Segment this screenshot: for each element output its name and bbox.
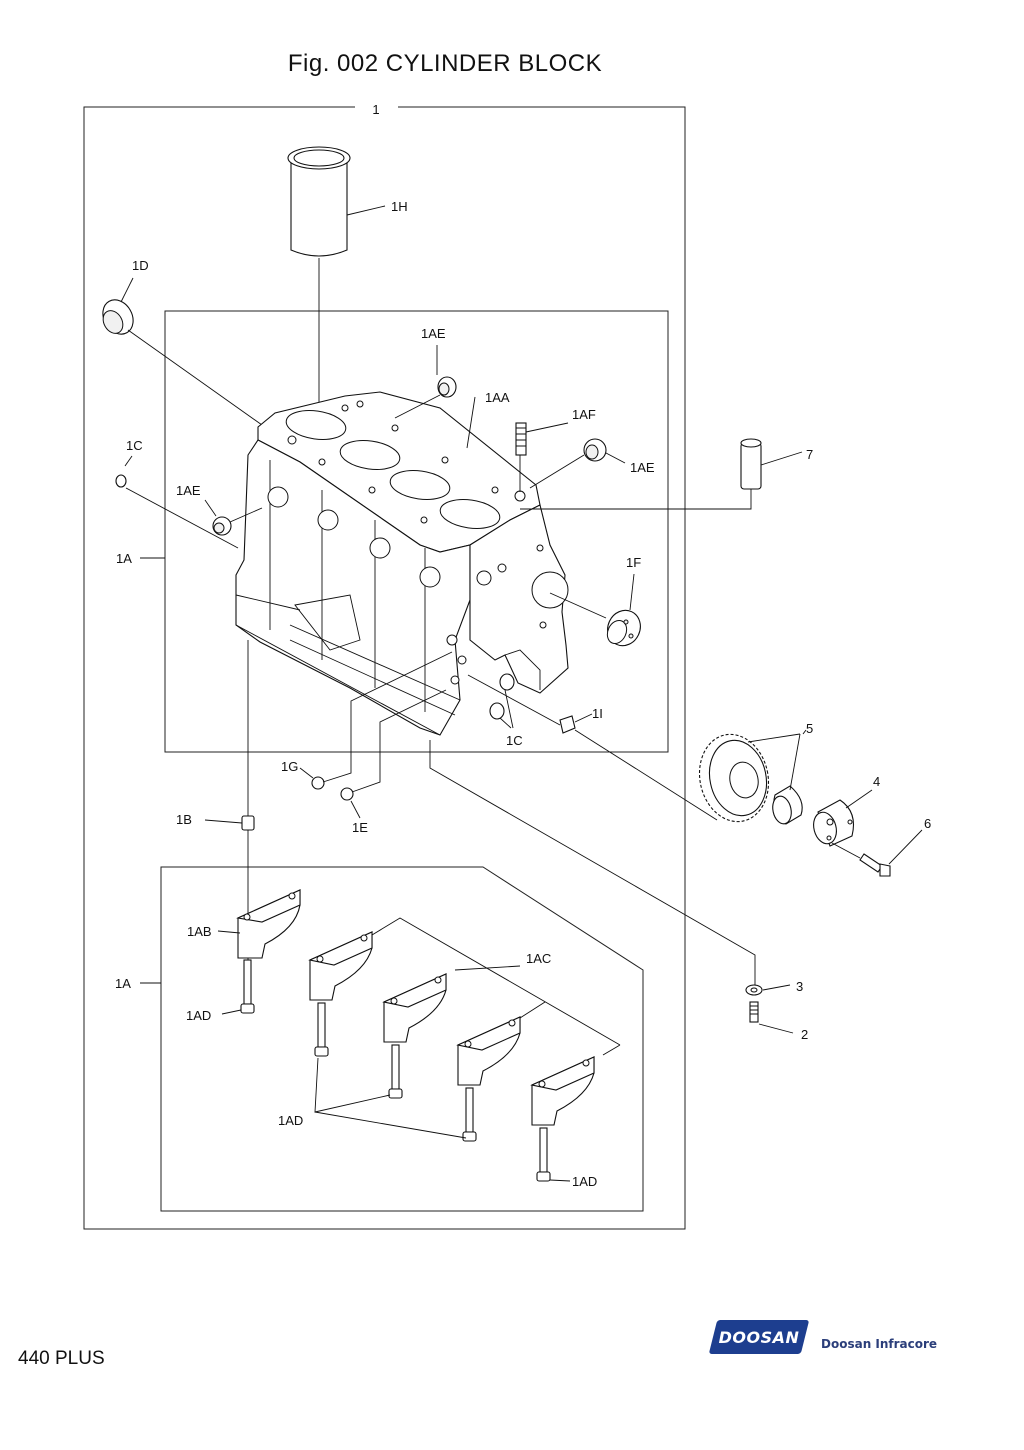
callout-1F: 1F — [626, 555, 641, 570]
callout-1C-left: 1C — [126, 438, 143, 453]
callout-1AD-mid: 1AD — [278, 1113, 303, 1128]
block-frame — [164, 310, 669, 753]
idler-gear-5 — [698, 729, 807, 825]
callout-1: 1 — [372, 102, 379, 117]
callout-1AA: 1AA — [485, 390, 510, 405]
callout-1B: 1B — [176, 812, 192, 827]
callout-6: 6 — [924, 816, 931, 831]
bolt-6 — [831, 829, 923, 877]
plug-1G — [299, 651, 453, 790]
callout-1AF: 1AF — [572, 407, 596, 422]
bearing-cap-frame — [160, 866, 644, 1212]
callout-1C-lower: 1C — [506, 733, 523, 748]
plug-1E — [340, 689, 447, 819]
plug-1AE-right — [529, 438, 626, 489]
callout-1AB: 1AB — [187, 924, 212, 939]
idler-shaft-4 — [813, 789, 873, 847]
callout-1A-upper: 1A — [116, 551, 132, 566]
callout-1H: 1H — [391, 199, 408, 214]
dowel-1B — [204, 640, 255, 960]
leader-3 — [429, 740, 756, 985]
main-bearing-cap-5 — [530, 1056, 595, 1126]
callout-7: 7 — [806, 447, 813, 462]
callout-1E: 1E — [352, 820, 368, 835]
callout-1AE-left: 1AE — [176, 483, 201, 498]
main-bearing-cap-1AB — [236, 889, 301, 959]
callout-1AD-right: 1AD — [572, 1174, 597, 1189]
callout-5: 5 — [806, 721, 813, 736]
dowel-1I — [467, 674, 718, 821]
callout-1AE-top: 1AE — [421, 326, 446, 341]
leader-1AC — [371, 917, 621, 1056]
plug-1AE-left — [204, 499, 263, 536]
callout-1D: 1D — [132, 258, 149, 273]
callout-1I: 1I — [592, 706, 603, 721]
bolt-2 — [749, 1001, 794, 1034]
brand-name: Doosan Infracore — [821, 1337, 938, 1351]
main-bearing-cap-2 — [308, 931, 373, 1001]
callout-1A-lower: 1A — [115, 976, 131, 991]
callout-4: 4 — [873, 774, 880, 789]
plug-1D — [102, 277, 263, 426]
plug-1AE-top — [394, 345, 457, 419]
outer-frame — [83, 106, 686, 1230]
leader-1AB — [217, 930, 241, 934]
callout-1G: 1G — [281, 759, 298, 774]
bearing-cap-bolts-1AD — [221, 959, 571, 1182]
callout-1AE-right: 1AE — [630, 460, 655, 475]
main-bearing-cap-3 — [382, 973, 447, 1043]
callout-3: 3 — [796, 979, 803, 994]
model-label: 440 PLUS — [18, 1348, 105, 1369]
pin-7 — [520, 438, 803, 510]
callout-1AC: 1AC — [526, 951, 551, 966]
plugs-1C-lower — [489, 673, 515, 729]
main-bearing-cap-4 — [456, 1016, 521, 1086]
page-title: Fig. 002 CYLINDER BLOCK — [287, 50, 603, 77]
callout-1AD-left: 1AD — [186, 1008, 211, 1023]
cylinder-liner-1H — [287, 146, 386, 425]
callout-2: 2 — [801, 1027, 808, 1042]
plug-1C-left — [115, 455, 239, 549]
washer-3 — [745, 984, 791, 996]
cam-bushing-1F — [549, 573, 641, 647]
doosan-logo-text: DOOSAN — [718, 1328, 800, 1347]
dowel-pin-1AF — [466, 396, 569, 492]
